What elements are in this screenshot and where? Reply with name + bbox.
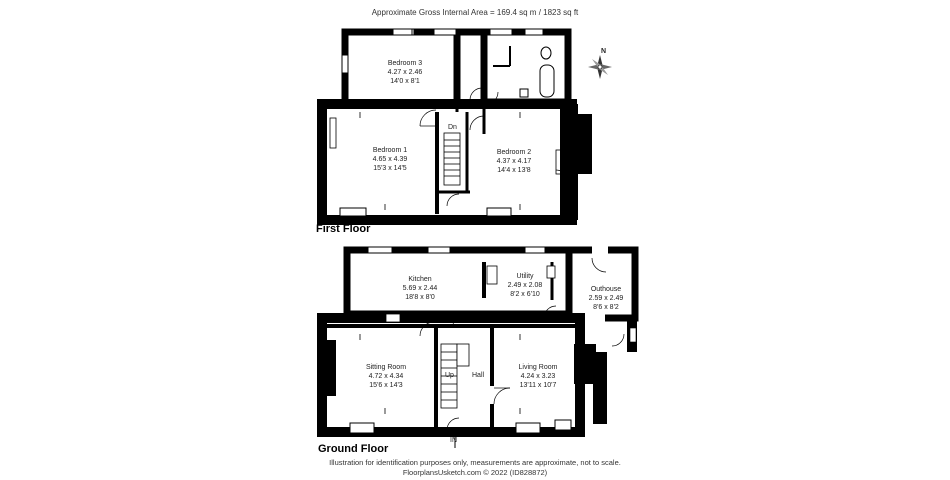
bathtub [539,64,555,98]
room-metric: 4.37 x 4.17 [496,158,532,165]
first-floor-doors [419,87,569,207]
room-metric: 4.24 x 3.23 [520,373,556,380]
ground-floor-windows [349,246,572,434]
room-label-utility: Utility 2.49 x 2.08 8'2 x 6'10 [496,272,554,299]
entrance-arrow-icon [451,428,459,448]
room-imperial: 18'8 x 8'0 [405,294,435,301]
first-floor-title: First Floor [316,223,371,235]
ground-floor-stair [440,343,470,409]
room-name: Bedroom 2 [496,149,532,156]
entrance-label: IN [450,437,457,444]
first-floor-plan [317,28,592,225]
ground-floor-title: Ground Floor [318,443,389,455]
room-name: Living Room [518,364,558,371]
room-metric: 4.65 x 4.39 [372,156,408,163]
room-imperial: 13'11 x 10'7 [519,382,557,389]
disclaimer-text: Illustration for identification purposes… [329,458,621,467]
room-name: Sitting Room [365,364,407,371]
room-name: Bedroom 1 [372,147,408,154]
room-imperial: 8'2 x 6'10 [510,291,540,298]
first-floor-stair [443,132,461,186]
chimney-ground [574,344,596,384]
room-metric: 4.72 x 4.34 [368,373,404,380]
compass-north-label: N [601,48,607,55]
room-label-hall: Hall [472,372,485,379]
room-metric: 5.69 x 2.44 [402,285,438,292]
ground-floor-stair-label: Up [445,372,454,379]
room-metric: 2.49 x 2.08 [507,282,543,289]
first-floor-stair-label: Dn [448,124,457,131]
room-label-outhouse: Outhouse 2.59 x 2.49 8'6 x 8'2 [574,285,638,312]
room-name: Kitchen [408,276,432,283]
room-label-bedroom2: Bedroom 2 4.37 x 4.17 14'4 x 13'8 [474,148,554,175]
room-imperial: 14'4 x 13'8 [497,167,531,174]
room-label-kitchen: Kitchen 5.69 x 2.44 18'8 x 8'0 [380,275,460,302]
room-metric: 4.27 x 2.46 [387,69,423,76]
room-name: Utility [516,273,534,280]
gross-area-text: Approximate Gross Internal Area = 169.4 … [371,8,579,17]
room-imperial: 15'6 x 14'3 [369,382,403,389]
outhouse-walls [569,246,639,322]
room-label-bedroom3: Bedroom 3 4.27 x 2.46 14'0 x 8'1 [370,59,440,86]
first-floor-windows [339,28,544,217]
room-label-bedroom1: Bedroom 1 4.65 x 4.39 15'3 x 14'5 [350,146,430,173]
room-label-living-room: Living Room 4.24 x 3.23 13'11 x 10'7 [500,363,576,390]
ground-floor-plan [317,112,639,448]
room-name: Bedroom 3 [387,60,423,67]
room-metric: 2.59 x 2.49 [588,295,624,302]
room-imperial: 14'0 x 8'1 [390,78,420,85]
room-name: Outhouse [590,286,622,293]
toilet [540,46,552,60]
room-label-sitting-room: Sitting Room 4.72 x 4.34 15'6 x 14'3 [346,363,426,390]
room-imperial: 8'6 x 8'2 [593,304,619,311]
room-imperial: 15'3 x 14'5 [373,165,407,172]
copyright-text: FloorplansUsketch.com © 2022 (ID828872) [402,468,548,477]
compass-rose-icon [588,55,612,79]
ground-floor-doors [419,257,625,431]
